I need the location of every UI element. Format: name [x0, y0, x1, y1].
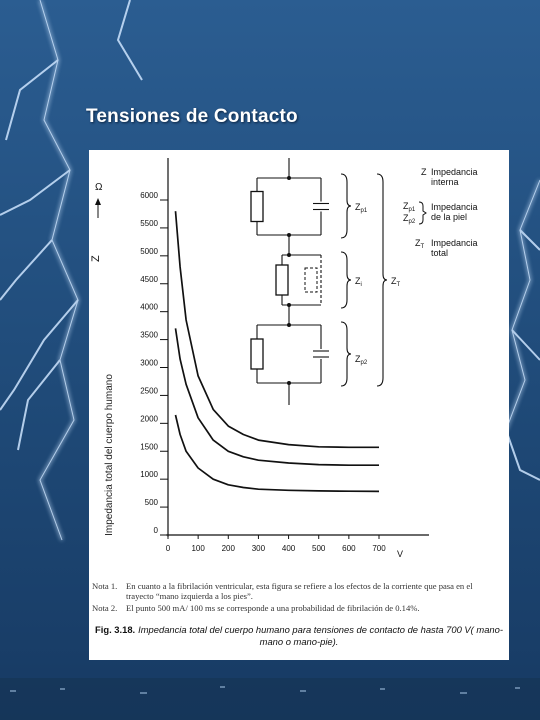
x-tick-label: 500: [312, 544, 326, 553]
legend-text-1b: interna: [431, 177, 459, 187]
y-tick-label: 1500: [140, 442, 158, 451]
impedance-curve-2: [174, 328, 379, 467]
x-unit-label: V: [397, 549, 403, 559]
zp2-brace: [340, 321, 352, 387]
y-tick-label: 500: [145, 498, 159, 507]
note-2-text: El punto 500 mA/ 100 ms se corresponde a…: [126, 603, 420, 613]
zp1-block-cap-gap: [313, 201, 329, 212]
legend-text-2b: de la piel: [431, 212, 467, 222]
note-2-label: Nota 2.: [92, 603, 118, 613]
y-symbol: Z: [90, 255, 102, 262]
note-2: Nota 2. El punto 500 mA/ 100 ms se corres…: [92, 603, 502, 613]
chart-curves: [174, 211, 380, 493]
y-axis-label: Impedancia total del cuerpo humano: [104, 374, 115, 536]
zt-brace: [376, 173, 388, 387]
chart-axes: Ω Z V: [90, 158, 429, 559]
legend-text-3a: Impedancia: [431, 238, 478, 248]
note-1: Nota 1. En cuanto a la fibrilación ventri…: [92, 581, 502, 601]
legend-text-2a: Impedancia: [431, 202, 478, 212]
y-arrow-head: [95, 198, 101, 205]
zp2-block-resistor: [250, 338, 264, 370]
zp2-block-cap-gap: [313, 349, 329, 359]
y-tick-label: 3000: [140, 359, 158, 368]
zt-label: ZT: [391, 276, 401, 288]
impedance-curve-1: [174, 211, 379, 449]
zi-resistor: [275, 264, 289, 296]
zp1-brace: [340, 173, 352, 239]
legend-symbol-2b: Zp2: [403, 213, 416, 225]
impedance-curve-3: [174, 414, 380, 493]
legend-symbol-1: Z: [421, 167, 427, 177]
y-tick-label: 0: [154, 526, 159, 535]
x-tick-label: 300: [252, 544, 266, 553]
x-tick-label: 600: [342, 544, 356, 553]
zi-brace: [340, 251, 352, 309]
y-tick-label: 5000: [140, 247, 158, 256]
y-tick-labels: 0 500 1000 1500 2000 2500 3000 3500 4000 4500 5000…: [140, 191, 168, 536]
zi-node-top: [287, 253, 291, 257]
note-1-label: Nota 1.: [92, 581, 118, 591]
y-tick-label: 6000: [140, 191, 158, 200]
legend-brace: [418, 201, 427, 225]
y-tick-label: 4000: [140, 303, 158, 312]
zp1-label: Zp1: [355, 202, 368, 214]
y-tick-label: 3500: [140, 331, 158, 340]
note-1-text: En cuanto a la fibrilación ventricular, …: [126, 581, 473, 601]
legend-symbol-2a: Zp1: [403, 201, 416, 213]
y-tick-label: 5500: [140, 219, 158, 228]
slide-title: Tensiones de Contacto: [86, 106, 298, 127]
zp2-block-node-top: [287, 323, 291, 327]
caption-text: Impedancia total del cuerpo humano para …: [138, 624, 503, 647]
y-unit-label: Ω: [95, 182, 103, 193]
y-tick-label: 2500: [140, 386, 158, 395]
zp1-block-node-top: [287, 176, 291, 180]
legend-symbol-3: ZT: [415, 238, 425, 250]
zp1-block-resistor: [250, 190, 264, 223]
y-tick-label: 2000: [140, 414, 158, 423]
bottom-skyline: [0, 678, 540, 720]
x-tick-label: 100: [191, 544, 205, 553]
x-tick-label: 400: [282, 544, 296, 553]
x-tick-label: 0: [166, 544, 171, 553]
y-tick-label: 4500: [140, 275, 158, 284]
figure-caption: Fig. 3.18.Impedancia total del cuerpo hu…: [89, 624, 509, 648]
x-tick-label: 200: [222, 544, 236, 553]
zi-dashed-element: [304, 267, 318, 293]
x-tick-label: 700: [372, 544, 386, 553]
legend-text-3b: total: [431, 248, 448, 258]
caption-label: Fig. 3.18.: [95, 624, 136, 635]
impedance-chart: ΩZV 050010001500200025003000350040004500…: [90, 158, 478, 559]
zp2-label: Zp2: [355, 354, 368, 366]
x-tick-labels: 0 100 200 300 400 500 600 700: [166, 535, 386, 553]
lightning-decoration: [0, 0, 540, 541]
zi-label: Zi: [355, 276, 362, 288]
legend-text-1a: Impedancia: [431, 167, 478, 177]
y-tick-label: 1000: [140, 470, 158, 479]
